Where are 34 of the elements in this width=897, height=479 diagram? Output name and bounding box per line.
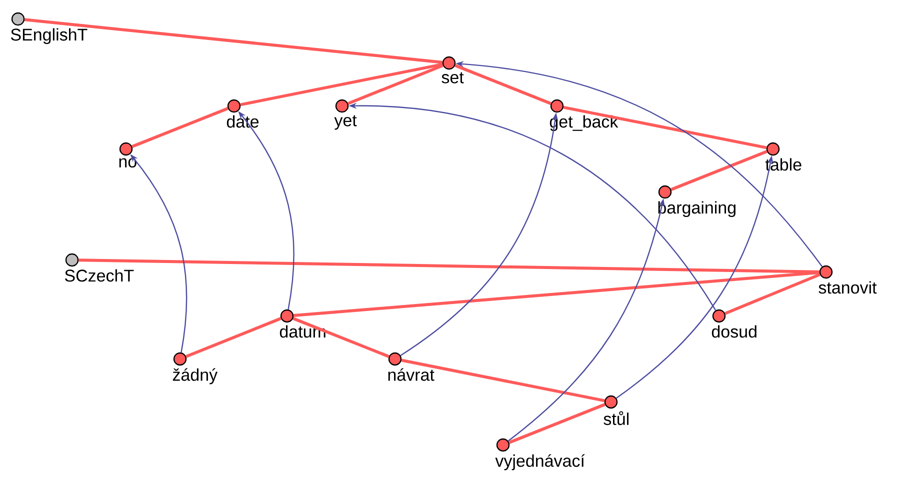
node-label: yet [334, 115, 357, 130]
connector-line [186, 317, 282, 358]
connector-line [24, 18, 443, 64]
connector-line [78, 258, 820, 274]
word-node: yet [334, 99, 357, 130]
connector-line [293, 271, 820, 317]
word-node: stanovit [818, 265, 877, 294]
node-label: návrat [388, 368, 434, 381]
node-label: set [442, 72, 464, 84]
connector-line [563, 106, 767, 150]
connector-line [292, 317, 390, 358]
connector-line [240, 62, 443, 106]
word-node: set [442, 56, 464, 84]
word-node: stůl [604, 395, 629, 426]
connector-line [401, 358, 605, 402]
word-node: SCzechT [64, 253, 134, 282]
connector-line [670, 150, 768, 191]
node-label: žádný [172, 368, 218, 384]
node-label: stanovit [818, 281, 877, 294]
word-node: vyjednávací [495, 438, 585, 470]
connector-line [348, 64, 444, 105]
connector-line [724, 273, 820, 315]
word-node: SEnglishT [10, 12, 88, 44]
node-label: SEnglishT [10, 28, 88, 44]
node-label: SCzechT [64, 269, 134, 282]
word-node: žádný [172, 352, 218, 384]
word-node: dosud [712, 309, 756, 338]
connector-line [454, 64, 552, 105]
connector-line [132, 107, 228, 148]
word-node: návrat [388, 352, 434, 381]
node-label: vyjednávací [495, 454, 585, 470]
node-label: dosud [712, 325, 756, 338]
node-label: stůl [604, 411, 629, 426]
connector-line [508, 403, 606, 444]
